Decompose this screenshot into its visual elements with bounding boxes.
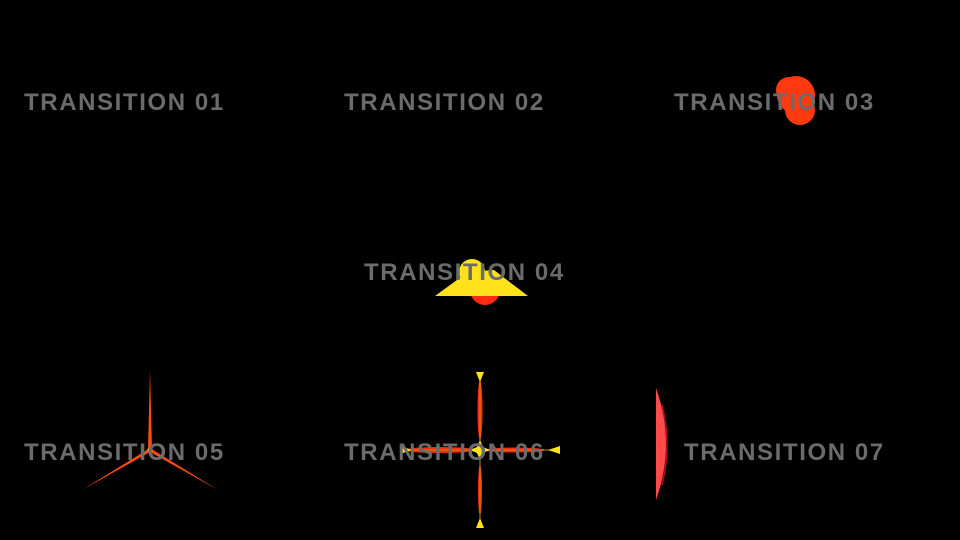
transition-05-light-rays xyxy=(82,370,218,490)
transition-01-label: TRANSITION 01 xyxy=(24,89,225,116)
transition-07-red-arc xyxy=(656,388,668,500)
transition-03-red-blob xyxy=(776,76,815,125)
transition-07-label: TRANSITION 07 xyxy=(684,439,885,466)
transition-02-label: TRANSITION 02 xyxy=(344,89,545,116)
transition-06-cross-flare xyxy=(400,372,560,528)
transition-06-label: TRANSITION 06 xyxy=(344,439,545,466)
transition-05-label: TRANSITION 05 xyxy=(24,439,225,466)
transition-03-label: TRANSITION 03 xyxy=(674,89,875,116)
transition-04-star-burst xyxy=(435,259,528,305)
transition-04-label: TRANSITION 04 xyxy=(364,259,565,286)
